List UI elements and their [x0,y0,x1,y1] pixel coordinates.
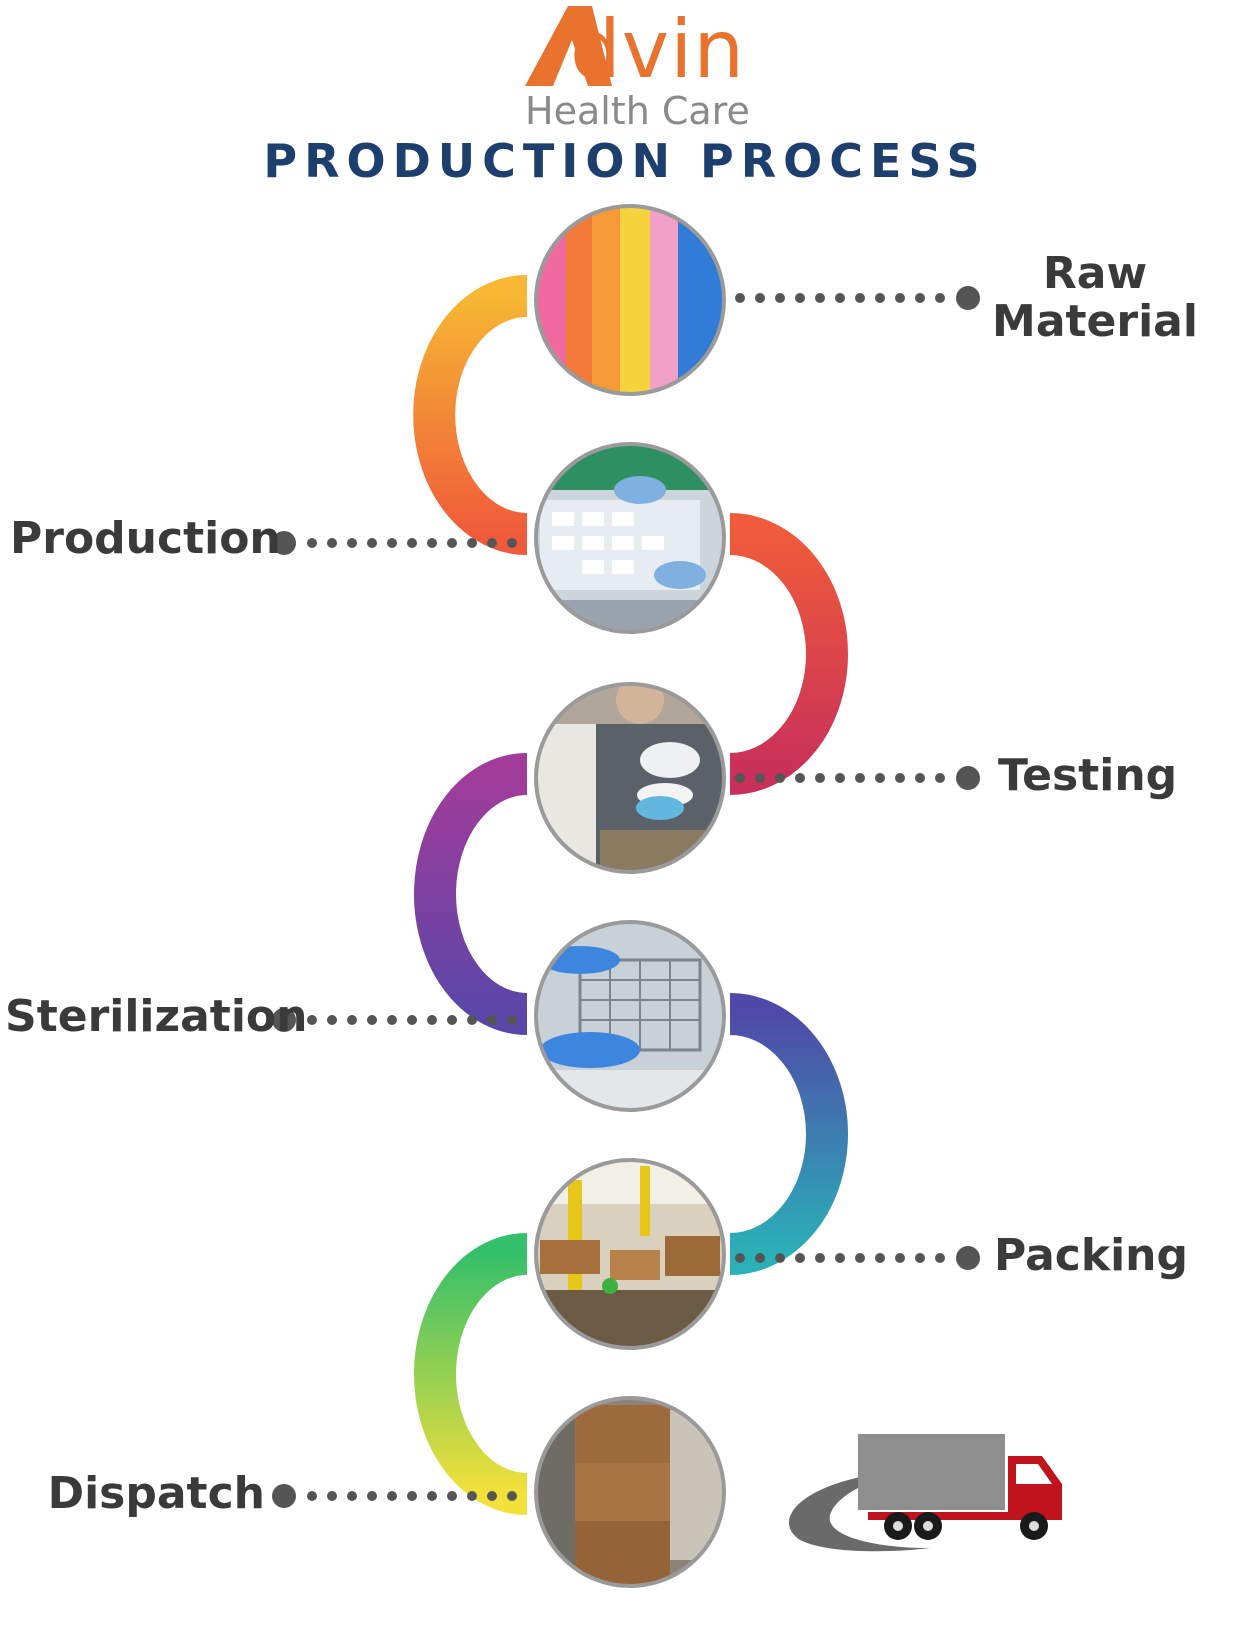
process-ribbon [413,275,848,1515]
connector-production [272,531,517,555]
ribbon-arc-5 [414,1233,528,1515]
step-label-sterilization: Sterilization [5,991,308,1042]
step-label-packing: Packing [994,1230,1189,1281]
connector-packing [735,1246,980,1270]
step-photo-dispatch [534,1396,726,1588]
page-title: PRODUCTION PROCESS [263,134,987,188]
connector-raw-material [735,286,980,310]
connector-sterilization [272,1008,517,1032]
step-label-dispatch: Dispatch [47,1468,265,1519]
brand-tagline: Health Care [525,89,750,133]
ribbon-arc-4 [729,993,848,1275]
ribbon-arc-3 [414,753,528,1035]
step-photo-sterilization [534,920,726,1112]
step-photo-production [534,442,726,634]
brand-name-rest: dvin [570,3,746,96]
ribbon-arc-2 [729,513,848,795]
step-photo-testing [534,682,726,874]
ribbon-arc-1 [413,275,528,555]
step-photo-packing [534,1158,726,1350]
step-label-testing: Testing [998,750,1178,801]
delivery-truck-icon [788,1434,1062,1552]
step-label-production: Production [10,513,281,564]
step-photo-raw-material [534,204,726,396]
connector-dispatch [272,1484,517,1508]
connector-testing [735,766,980,790]
brand-name: dvin [570,10,745,90]
logo-mark-icon [525,6,612,86]
step-label-raw-material: Raw Material [992,248,1198,348]
